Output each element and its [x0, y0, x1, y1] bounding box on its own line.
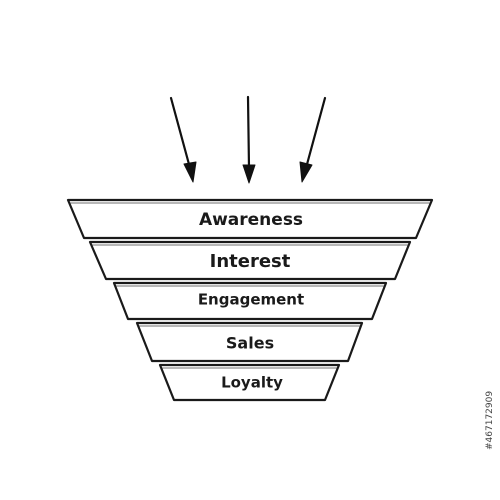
incoming-arrows — [169, 95, 327, 184]
stage-engagement: Engagement — [112, 281, 388, 321]
stage-label-sales: Sales — [226, 334, 274, 353]
arrow-left — [169, 96, 197, 183]
arrow-right — [299, 96, 327, 183]
stage-label-awareness: Awareness — [199, 210, 303, 230]
stage-label-interest: Interest — [210, 251, 291, 272]
stage-awareness: Awareness — [66, 198, 434, 240]
funnel-stages: Awareness Interest Engagement Sales Loya… — [66, 198, 434, 402]
stage-label-loyalty: Loyalty — [221, 374, 283, 392]
stage-loyalty: Loyalty — [158, 363, 341, 402]
stage-sales: Sales — [135, 321, 364, 363]
side-id-text: #467172909 — [485, 391, 495, 450]
arrow-middle — [242, 95, 256, 184]
stage-interest: Interest — [88, 240, 412, 281]
stage-label-engagement: Engagement — [198, 291, 304, 309]
